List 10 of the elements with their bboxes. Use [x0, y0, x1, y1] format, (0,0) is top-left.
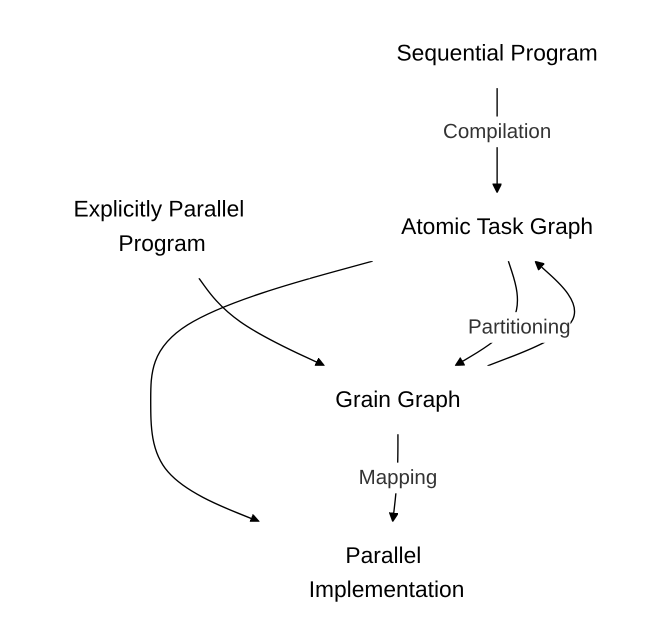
arrow [198, 278, 326, 367]
node-text: Sequential Program [396, 41, 598, 66]
edge-label: Mapping [358, 466, 438, 489]
arrow [150, 260, 373, 524]
edge-label: Partitioning [468, 316, 571, 338]
node-text: Grain Graph [335, 387, 461, 412]
node-text: Parallel Implementation [308, 543, 464, 603]
edge-label: Compilation [443, 120, 552, 143]
node-text: Explicitly Parallel Program [74, 197, 244, 257]
node-text: Atomic Task Graph [401, 214, 594, 240]
